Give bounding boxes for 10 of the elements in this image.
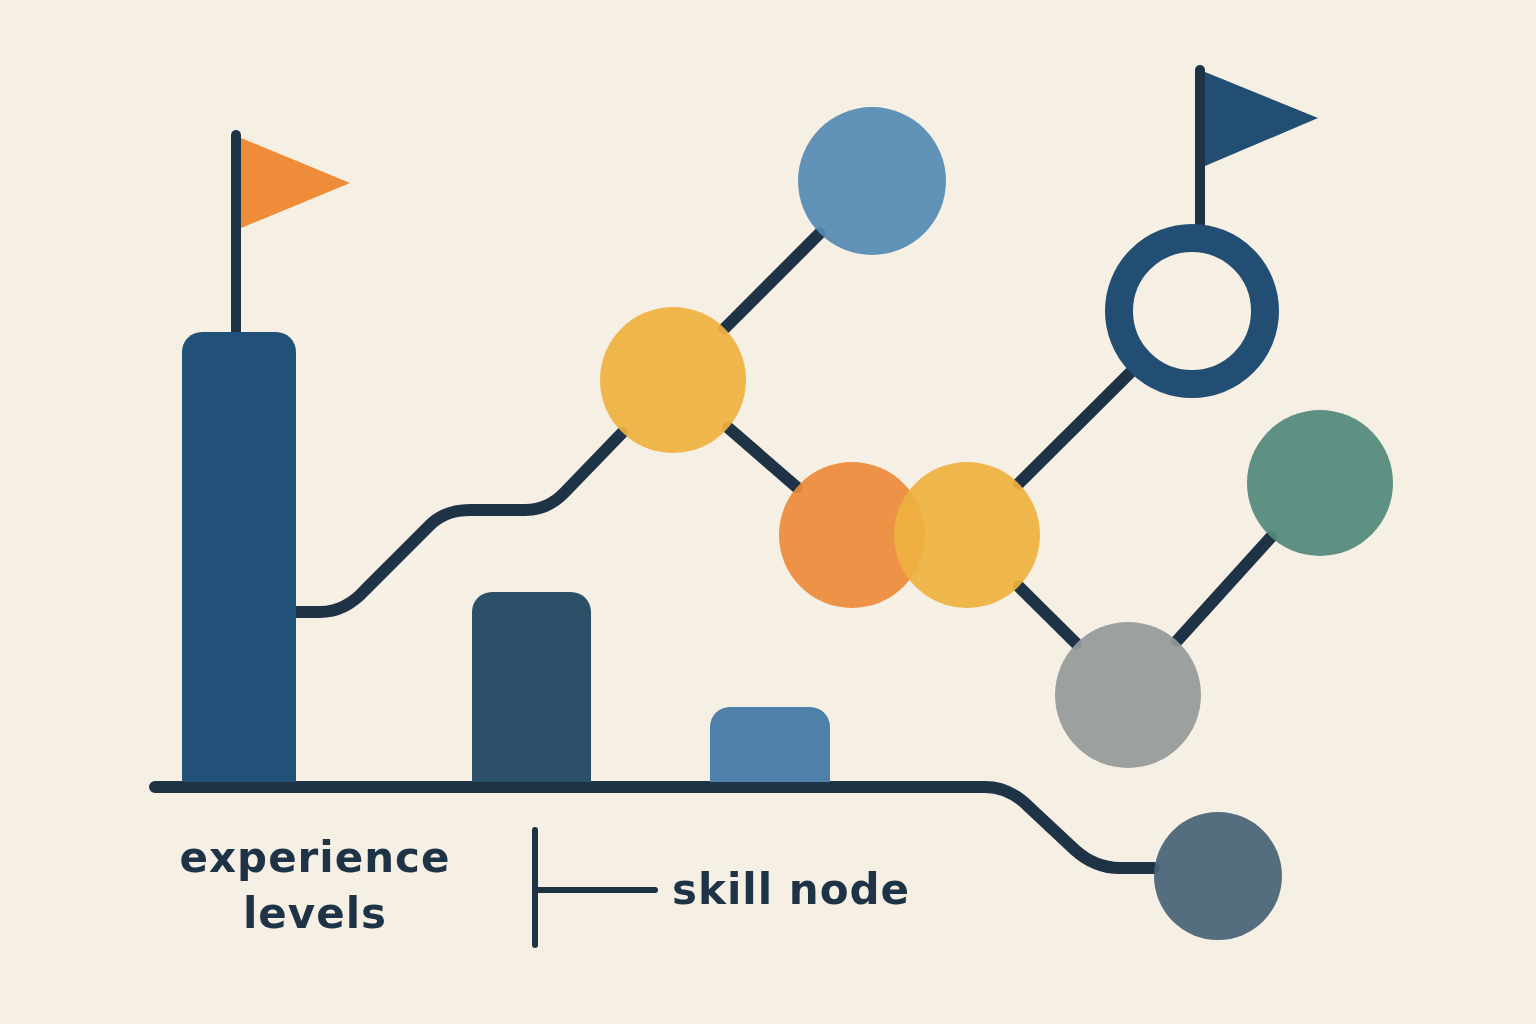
connector-line	[1012, 580, 1083, 650]
connector-line	[722, 421, 803, 494]
bar-column	[182, 332, 296, 782]
connector-line	[718, 227, 826, 335]
bar-column	[710, 707, 830, 782]
connector-line	[1012, 366, 1137, 490]
connector-line	[1171, 531, 1277, 647]
caption-text: skill node	[672, 864, 912, 916]
bar-column	[472, 592, 591, 782]
caption-text: experience levels	[178, 832, 452, 940]
